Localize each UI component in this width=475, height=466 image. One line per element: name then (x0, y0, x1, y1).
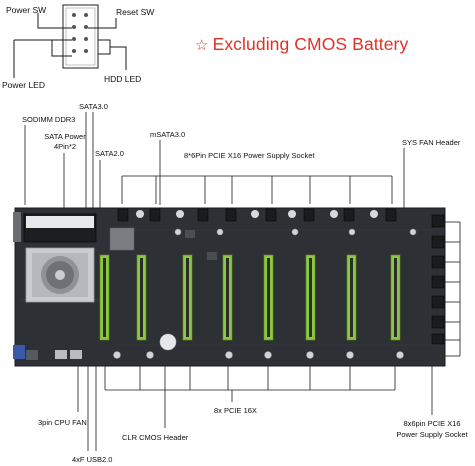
pcie-slot-groove (267, 258, 270, 337)
pcie-slot-groove (226, 258, 229, 337)
front-panel-header (13, 4, 127, 78)
star-icon: ☆ (195, 37, 209, 54)
pcie-slot-groove (309, 258, 312, 337)
sys-fan-label: SYS FAN Header (402, 138, 461, 147)
power-sw-label: Power SW (6, 5, 47, 15)
reset-sw-label: Reset SW (116, 7, 155, 17)
pcie-8pin-top-label: 8*6Pin PCIE X16 Power Supply Socket (184, 151, 315, 160)
pcie-8pin-right-label-1: 8x6pin PCIE X16 (403, 419, 461, 428)
usb-label: 4xF USB2.0 (72, 455, 113, 464)
headline: ☆Excluding CMOS Battery (195, 34, 408, 55)
pcie-slot-groove (350, 258, 353, 337)
msata-label: mSATA3.0 (150, 130, 186, 139)
pcie-slot-groove (103, 258, 106, 337)
pcie-16x-label: 8x PCIE 16X (214, 406, 257, 415)
sata20-label: SATA2.0 (95, 149, 124, 158)
sata-power-label-1: SATA Power (44, 132, 86, 141)
sata30-label: SATA3.0 (79, 102, 108, 111)
pcie-slot-groove (186, 258, 189, 337)
hdd-led-label: HDD LED (104, 74, 142, 84)
power-led-label: Power LED (2, 80, 45, 90)
cpu-fan-label: 3pin CPU FAN (38, 418, 87, 427)
pcie-8pin-right-label-2: Power Supply Socket (396, 430, 468, 439)
pcie-slots (99, 254, 401, 341)
sodimm-label: SODIMM DDR3 (22, 115, 76, 124)
pcie-slot-groove (140, 258, 143, 337)
headline-text: Excluding CMOS Battery (212, 34, 409, 54)
pcie-slot-groove (394, 258, 397, 337)
sata-power-label-2: 4Pin*2 (53, 142, 77, 151)
motherboard (13, 207, 446, 367)
clr-cmos-label: CLR CMOS Header (122, 433, 189, 442)
